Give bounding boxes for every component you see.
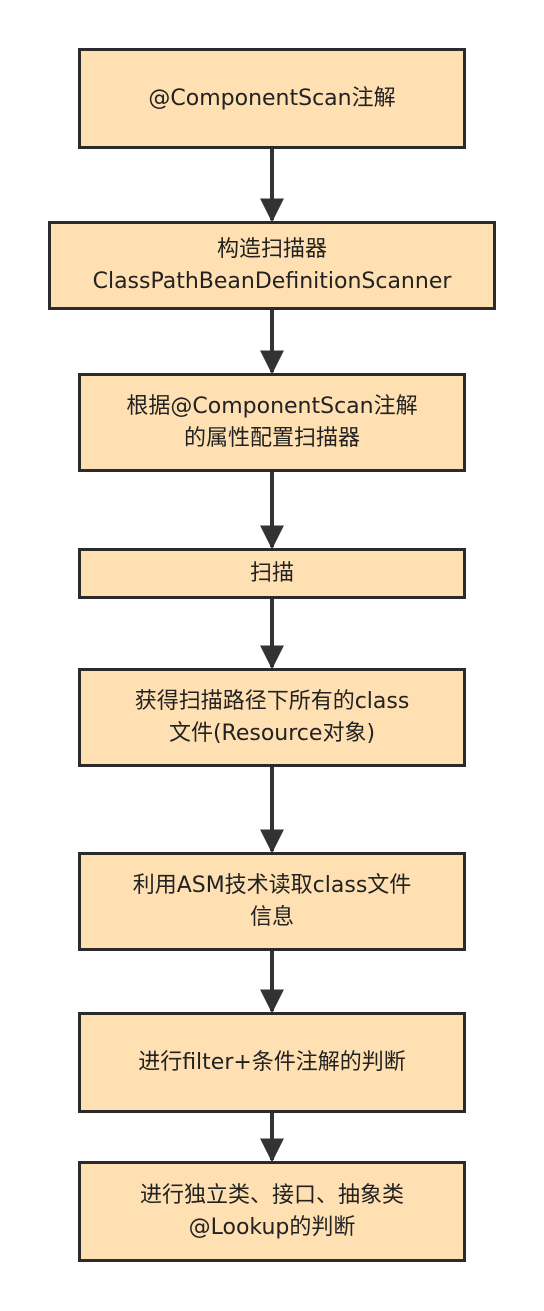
step-label-line: ClassPathBeanDefinitionScanner xyxy=(92,268,452,294)
step-get-class-files: 获得扫描路径下所有的class 文件(Resource对象) xyxy=(78,668,466,767)
step-label-line: 进行独立类、接口、抽象类 xyxy=(139,1182,404,1208)
step-label-line: 进行filter+条件注解的判断 xyxy=(138,1049,406,1075)
step-label-line: 的属性配置扫描器 xyxy=(183,425,360,451)
step-label-line: 构造扫描器 xyxy=(216,236,327,262)
step-label-line: 根据@ComponentScan注解 xyxy=(126,393,418,419)
step-label-line: 获得扫描路径下所有的class xyxy=(134,688,410,714)
step-filter-conditions: 进行filter+条件注解的判断 xyxy=(78,1012,466,1113)
step-configure-scanner: 根据@ComponentScan注解 的属性配置扫描器 xyxy=(78,373,466,472)
step-construct-scanner: 构造扫描器 ClassPathBeanDefinitionScanner xyxy=(48,221,496,310)
step-label-line: @Lookup的判断 xyxy=(188,1214,356,1240)
step-label-line: 信息 xyxy=(249,904,294,930)
step-label-line: 文件(Resource对象) xyxy=(168,720,376,746)
step-label-line: 利用ASM技术读取class文件 xyxy=(132,872,412,898)
step-scan: 扫描 xyxy=(78,548,466,599)
step-label-line: @ComponentScan注解 xyxy=(148,85,396,111)
step-asm-read: 利用ASM技术读取class文件 信息 xyxy=(78,852,466,951)
step-label-line: 扫描 xyxy=(249,560,294,586)
step-independent-class-check: 进行独立类、接口、抽象类 @Lookup的判断 xyxy=(78,1161,466,1262)
step-component-scan-annotation: @ComponentScan注解 xyxy=(78,48,466,149)
